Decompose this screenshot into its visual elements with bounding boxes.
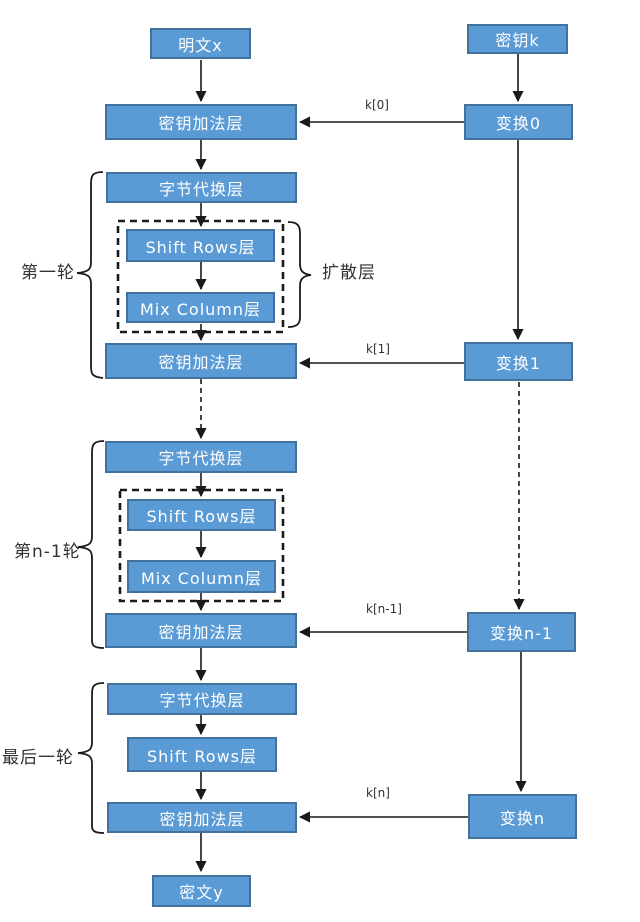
node-ciphertext: 密文y — [152, 875, 251, 907]
label-round-n-minus-1: 第n-1轮 — [14, 542, 81, 562]
node-key-addition-2: 密钥加法层 — [105, 343, 297, 379]
label-key-n: k[n] — [366, 786, 390, 800]
node-transform-n-minus-1: 变换n-1 — [467, 612, 576, 652]
label-key-0: k[0] — [365, 98, 389, 112]
node-key: 密钥k — [467, 24, 568, 54]
node-shift-rows-2: Shift Rows层 — [127, 499, 276, 531]
label-diffusion-layer: 扩散层 — [322, 263, 376, 283]
node-transform-1: 变换1 — [464, 342, 573, 381]
node-shift-rows-3: Shift Rows层 — [127, 737, 277, 772]
node-byte-substitution-3: 字节代换层 — [107, 683, 297, 715]
node-mix-column-1: Mix Column层 — [126, 292, 275, 323]
node-key-addition-3: 密钥加法层 — [105, 613, 297, 648]
node-key-addition-1: 密钥加法层 — [105, 104, 297, 140]
node-byte-substitution-1: 字节代换层 — [106, 172, 297, 203]
node-transform-n: 变换n — [468, 794, 577, 839]
node-transform-0: 变换0 — [464, 104, 573, 140]
node-mix-column-2: Mix Column层 — [127, 560, 276, 593]
label-round-first: 第一轮 — [21, 263, 75, 283]
node-shift-rows-1: Shift Rows层 — [126, 229, 275, 262]
node-plaintext: 明文x — [150, 28, 251, 59]
label-round-last: 最后一轮 — [2, 748, 74, 768]
label-key-n-minus-1: k[n-1] — [366, 602, 402, 616]
node-byte-substitution-2: 字节代换层 — [105, 441, 297, 473]
node-key-addition-4: 密钥加法层 — [107, 802, 297, 833]
label-key-1: k[1] — [366, 342, 390, 356]
